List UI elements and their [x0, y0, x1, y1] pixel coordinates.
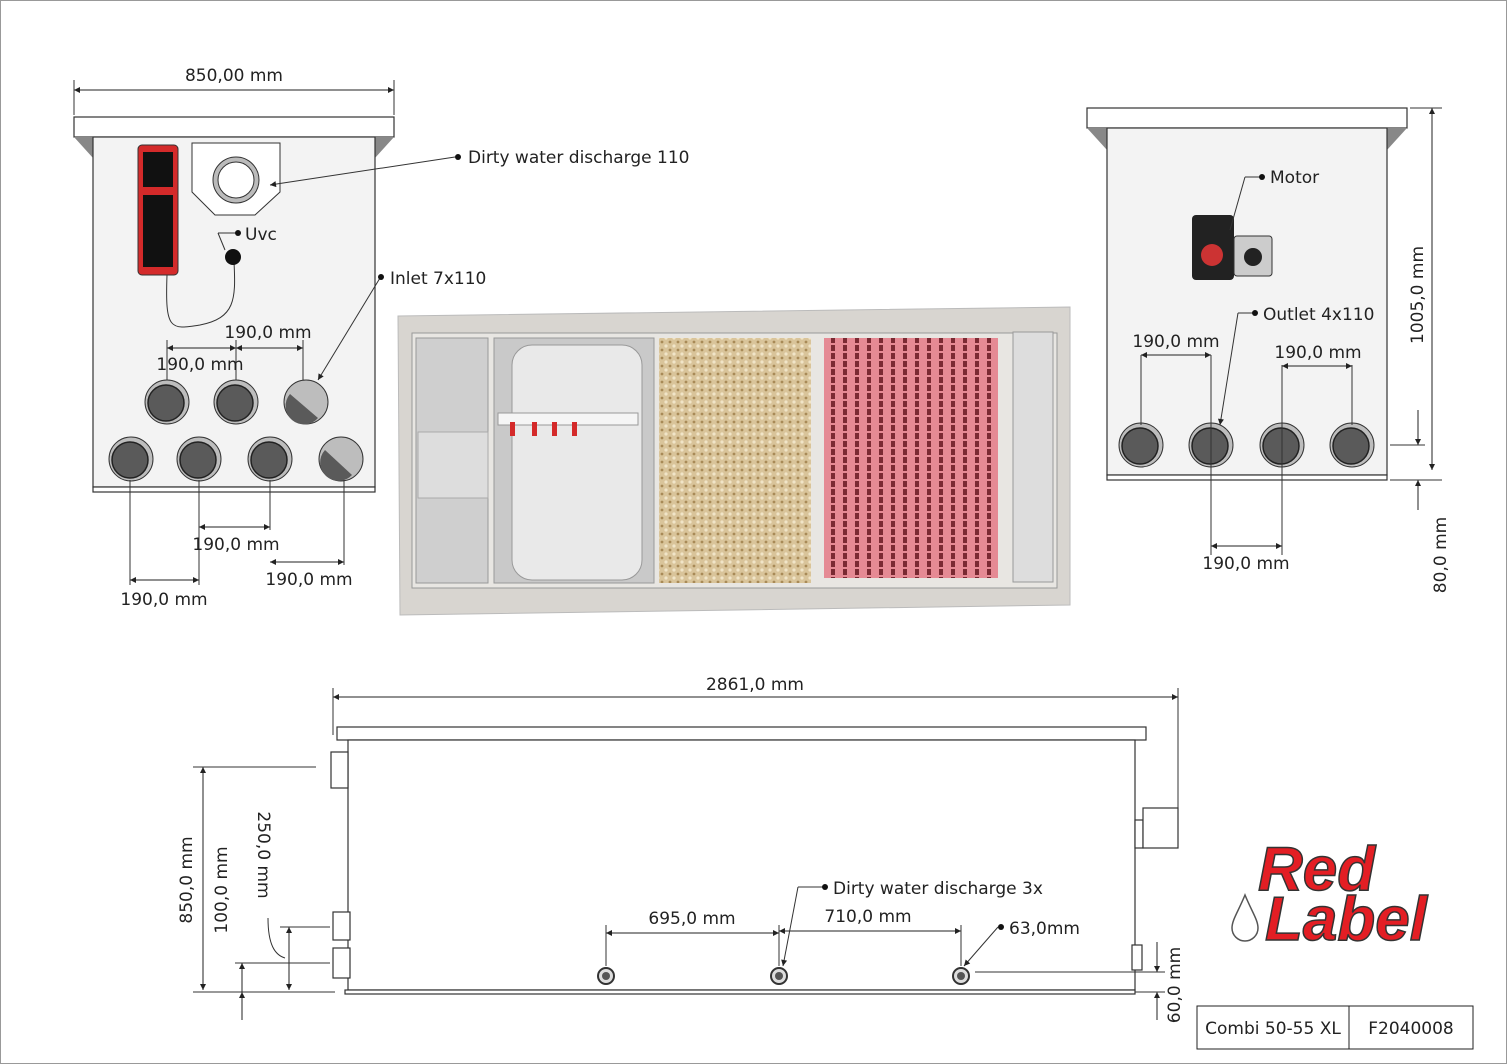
- outlet-label: Outlet 4x110: [1263, 305, 1374, 325]
- inlet-label: Inlet 7x110: [390, 269, 486, 289]
- rear-base-dimension: 80,0 mm: [1431, 517, 1451, 593]
- inlet-spacing-top: 190,0 mm: [224, 323, 311, 343]
- discharge-flange: [191, 142, 281, 216]
- top-section-view: [397, 306, 1071, 616]
- motor-label: Motor: [1270, 168, 1319, 188]
- uvc-control-unit: [137, 144, 179, 276]
- outlet-spacing-b: 190,0 mm: [1274, 343, 1361, 363]
- logo-text-red: Red: [1258, 835, 1376, 904]
- bottom-spacing-a: 190,0 mm: [192, 535, 279, 555]
- model-name: Combi 50-55 XL: [1205, 1019, 1341, 1039]
- side-height-dimension: 850,0 mm: [177, 836, 197, 923]
- inlet-pipes: [108, 379, 364, 482]
- outlet-pipes: [1118, 422, 1375, 468]
- drain-ports: [597, 967, 970, 985]
- rear-height-dimension: 1005,0 mm: [1408, 246, 1428, 344]
- inlet-spacing-middle: 190,0 mm: [156, 355, 243, 375]
- total-length-dimension: 2861,0 mm: [706, 675, 804, 695]
- outlet-height-dimension: 60,0 mm: [1165, 947, 1185, 1023]
- drain-spacing-b: 710,0 mm: [824, 907, 911, 927]
- filter-mat-section: [824, 338, 998, 578]
- title-block: Combi 50-55 XL F2040008: [1196, 1005, 1474, 1050]
- side-view: 2861,0 mm 850,0 mm 250,0 mm 100,0 mm 695…: [177, 675, 1185, 1023]
- front-width-dimension: 850,00 mm: [185, 66, 283, 86]
- moving-bed-media: [659, 338, 811, 583]
- dirty-water-discharge-3x-label: Dirty water discharge 3x: [833, 879, 1043, 899]
- bottom-spacing-b: 190,0 mm: [265, 570, 352, 590]
- front-view: 850,00 mm Dirty water discharge 110 Uvc …: [73, 66, 689, 610]
- logo-text-label: Label: [1265, 885, 1429, 954]
- inlet-height-dimension-100: 100,0 mm: [212, 846, 232, 933]
- drain-spacing-a: 695,0 mm: [648, 909, 735, 929]
- dirty-water-discharge-label: Dirty water discharge 110: [468, 148, 689, 168]
- water-drop-icon: [1231, 893, 1259, 942]
- uvc-label: Uvc: [245, 225, 277, 245]
- uvc-lamp: [225, 249, 241, 265]
- red-label-logo: Red Label: [1231, 834, 1429, 955]
- drain-diameter-label: 63,0mm: [1009, 919, 1080, 939]
- outlet-spacing-c: 190,0 mm: [1202, 554, 1289, 574]
- outlet-spacing-a: 190,0 mm: [1132, 332, 1219, 352]
- inlet-height-dimension-250: 250,0 mm: [253, 811, 273, 898]
- motor: [1192, 215, 1273, 280]
- rear-view: Motor Outlet 4x110 190,0 mm 190,0 mm 190…: [1086, 107, 1451, 593]
- drawing-code: F2040008: [1368, 1019, 1454, 1039]
- bottom-spacing-c: 190,0 mm: [120, 590, 207, 610]
